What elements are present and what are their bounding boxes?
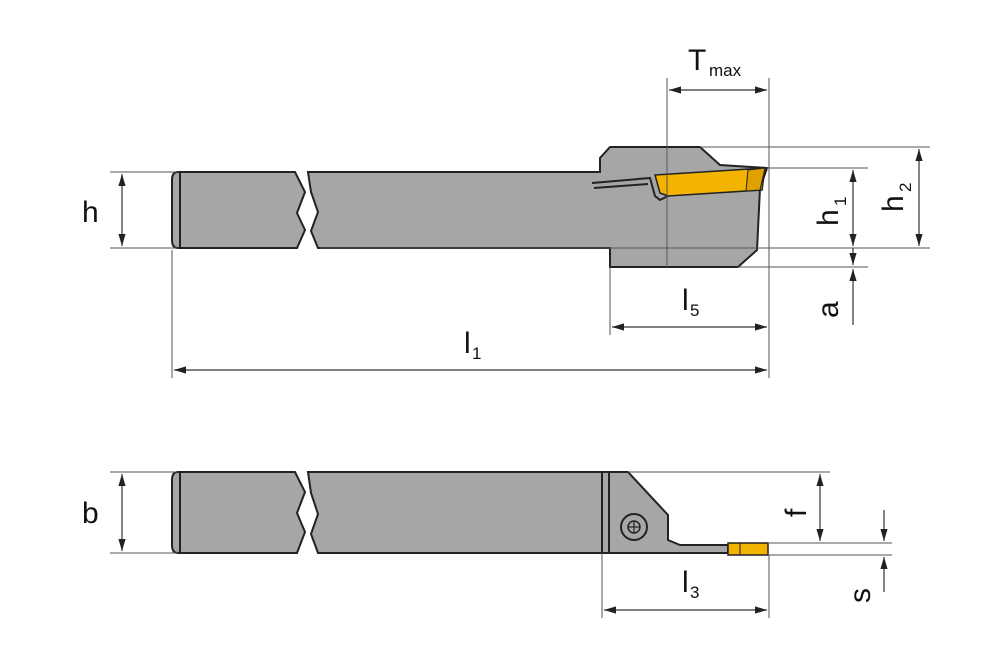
insert-edge	[745, 167, 766, 192]
dim-l1: l 1	[171, 250, 770, 378]
shank-left-segment-top	[171, 471, 307, 554]
label-h1: h	[812, 209, 845, 226]
top-view	[171, 471, 769, 556]
label-h2: h	[877, 195, 910, 212]
label-s: s	[844, 588, 877, 603]
label-b: b	[82, 497, 99, 530]
label-l1-sub: 1	[472, 344, 481, 363]
dim-b: b	[82, 471, 178, 554]
dim-h: h	[82, 171, 178, 249]
label-h2-sub: 2	[896, 183, 915, 192]
label-tmax: T	[688, 44, 706, 77]
dim-h1-h2-a: h 1 h 2 a	[320, 146, 930, 325]
dim-f-s: f s	[628, 471, 892, 603]
dim-l3: l 3	[601, 553, 770, 618]
grooving-insert-top	[727, 542, 769, 556]
label-l5-sub: 5	[690, 301, 699, 320]
label-h1-sub: 1	[831, 197, 850, 206]
label-h: h	[82, 196, 99, 229]
label-l3: l	[682, 566, 689, 599]
label-f: f	[780, 508, 813, 517]
shank-right-segment	[306, 146, 769, 268]
label-l1: l	[464, 327, 471, 360]
dim-tmax: T max	[666, 44, 770, 330]
label-l3-sub: 3	[690, 583, 699, 602]
shank-left-segment	[171, 171, 307, 249]
label-tmax-sub: max	[709, 61, 742, 80]
shank-right-segment-top	[306, 471, 729, 554]
label-a: a	[812, 301, 845, 318]
grooving-insert	[654, 167, 766, 197]
side-view	[171, 146, 769, 268]
label-l5: l	[682, 284, 689, 317]
dim-l5: l 5	[609, 267, 767, 335]
clamp-slot-inner	[593, 183, 649, 189]
clamp-slot	[591, 176, 669, 202]
